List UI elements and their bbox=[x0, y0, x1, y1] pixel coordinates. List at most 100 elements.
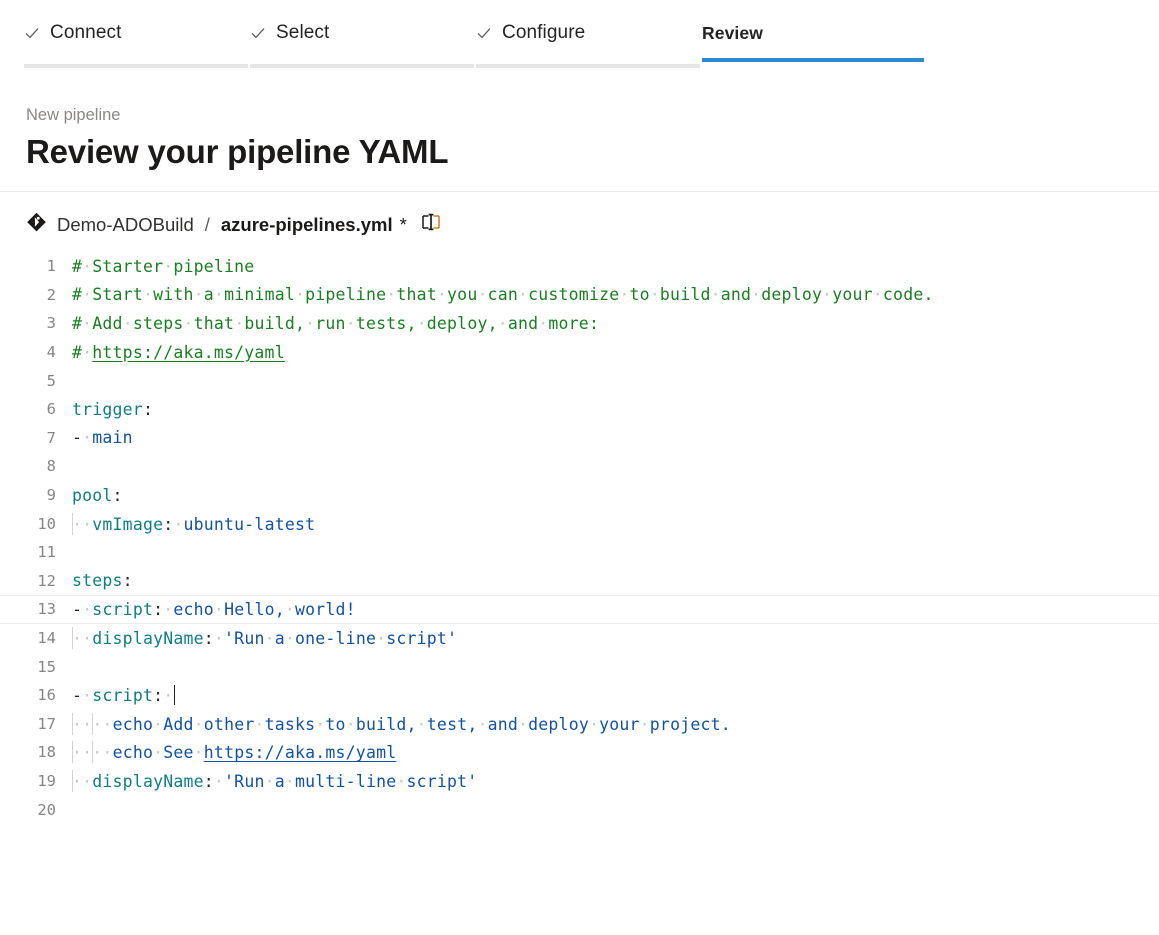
yaml-colon: : bbox=[163, 514, 174, 534]
comment-hash: # bbox=[72, 342, 83, 362]
code-line[interactable]: 2 #·Start·with·a·minimal·pipeline·that·y… bbox=[0, 281, 1159, 310]
line-number: 19 bbox=[37, 771, 56, 790]
line-number: 13 bbox=[37, 600, 56, 619]
yaml-list-dash: - bbox=[72, 428, 83, 448]
yaml-key: steps bbox=[72, 571, 123, 591]
code-line[interactable]: 17 ····echo·Add·other·tasks·to·build,·te… bbox=[0, 710, 1159, 739]
page-header: New pipeline Review your pipeline YAML bbox=[0, 76, 1159, 192]
file-breadcrumb-bar: Demo-ADOBuild / azure-pipelines.yml * bbox=[0, 192, 1159, 236]
code-line-text[interactable]: -·main bbox=[72, 428, 133, 448]
yaml-editor[interactable]: 1 #·Starter·pipeline 2 #·Start·with·a·mi… bbox=[0, 252, 1159, 824]
wizard-step-select[interactable]: Select bbox=[250, 20, 476, 68]
wizard-step-configure[interactable]: Configure bbox=[476, 20, 702, 68]
code-line-text[interactable]: ····echo·Add·other·tasks·to·build,·test,… bbox=[72, 712, 731, 735]
yaml-value: echo·Add·other·tasks·to·build,·test,·and… bbox=[112, 714, 731, 734]
yaml-value: echo·See· bbox=[112, 743, 204, 763]
yaml-key: script bbox=[92, 599, 154, 619]
wizard-step-label: Connect bbox=[50, 22, 122, 43]
line-number: 6 bbox=[46, 400, 56, 419]
code-line-text[interactable]: ··vmImage:·ubuntu-latest bbox=[72, 512, 316, 535]
code-line-text[interactable]: -·script:·echo·Hello,·world! bbox=[72, 599, 356, 619]
code-line-text[interactable]: #·Starter·pipeline bbox=[72, 257, 1159, 276]
yaml-colon: : bbox=[203, 629, 214, 649]
wizard-step-active-rule bbox=[702, 58, 924, 62]
code-line[interactable]: 9 pool: bbox=[0, 481, 1159, 510]
code-line[interactable]: 4 #·https://aka.ms/yaml bbox=[0, 338, 1159, 367]
code-line[interactable]: 19 ··displayName:·'Run·a·multi-line·scri… bbox=[0, 767, 1159, 796]
code-line-text[interactable]: steps: bbox=[72, 571, 1159, 590]
code-line-text[interactable]: #·https://aka.ms/yaml bbox=[72, 343, 1159, 362]
yaml-string: 'Run·a·multi-line·script' bbox=[224, 771, 478, 791]
yaml-colon: : bbox=[203, 771, 214, 791]
breadcrumb: New pipeline bbox=[26, 106, 121, 124]
line-number: 8 bbox=[46, 457, 56, 476]
yaml-value: ubuntu-latest bbox=[183, 514, 316, 534]
indent-guide bbox=[92, 712, 94, 735]
yaml-string: 'Run·a·one-line·script' bbox=[224, 629, 458, 649]
breadcrumb-separator: / bbox=[204, 213, 210, 235]
code-line-text[interactable]: #·Start·with·a·minimal·pipeline·that·you… bbox=[72, 285, 1159, 304]
line-number: 10 bbox=[37, 514, 56, 533]
unsaved-changes-marker: * bbox=[399, 213, 407, 235]
yaml-comment: #·Starter·pipeline bbox=[72, 256, 255, 276]
file-name[interactable]: azure-pipelines.yml bbox=[220, 213, 393, 235]
wizard-step-rule bbox=[24, 64, 248, 68]
repo-name[interactable]: Demo-ADOBuild bbox=[57, 213, 194, 235]
code-line[interactable]: 20 bbox=[0, 795, 1159, 824]
code-line[interactable]: 7 -·main bbox=[0, 424, 1159, 453]
yaml-comment: #· bbox=[72, 342, 93, 362]
indent-guide bbox=[72, 769, 73, 792]
indent-guide bbox=[72, 627, 73, 650]
code-line[interactable]: 3 #·Add·steps·that·build,·run·tests,·dep… bbox=[0, 309, 1159, 338]
code-line[interactable]: 11 bbox=[0, 538, 1159, 567]
code-line-text[interactable]: ··displayName:·'Run·a·one-line·script' bbox=[72, 627, 458, 650]
code-line[interactable]: 5 bbox=[0, 366, 1159, 395]
indent-guide bbox=[92, 741, 94, 764]
yaml-doc-link[interactable]: https://aka.ms/yaml bbox=[203, 743, 397, 763]
code-line[interactable]: 18 ····echo·See·https://aka.ms/yaml bbox=[0, 738, 1159, 767]
line-number: 18 bbox=[37, 743, 56, 762]
code-line[interactable]: 12 steps: bbox=[0, 567, 1159, 596]
yaml-key: pool bbox=[72, 485, 113, 505]
code-line-with-caret[interactable]: 16 -·script:· bbox=[0, 681, 1159, 710]
code-line[interactable]: 8 bbox=[0, 452, 1159, 481]
wizard-step-label: Configure bbox=[502, 22, 586, 43]
split-editor-icon[interactable] bbox=[421, 213, 441, 236]
yaml-key: displayName bbox=[92, 771, 204, 791]
yaml-list-dash: - bbox=[72, 599, 83, 619]
yaml-key: displayName bbox=[92, 629, 204, 649]
code-line[interactable]: 14 ··displayName:·'Run·a·one-line·script… bbox=[0, 624, 1159, 653]
wizard-step-label: Review bbox=[702, 22, 763, 43]
line-number: 1 bbox=[46, 257, 56, 276]
line-number: 11 bbox=[37, 543, 56, 562]
yaml-value: echo·Hello,·world! bbox=[173, 599, 356, 619]
line-number: 14 bbox=[37, 629, 56, 648]
indent-guide bbox=[72, 741, 73, 764]
code-line[interactable]: 6 trigger: bbox=[0, 395, 1159, 424]
code-line[interactable]: 15 bbox=[0, 652, 1159, 681]
line-number: 20 bbox=[37, 800, 56, 819]
code-line-text[interactable]: trigger: bbox=[72, 400, 1159, 419]
code-line-text[interactable]: ··displayName:·'Run·a·multi-line·script' bbox=[72, 769, 478, 792]
yaml-key: vmImage bbox=[92, 514, 164, 534]
check-icon bbox=[476, 25, 492, 41]
yaml-colon: : bbox=[142, 399, 154, 419]
line-number: 2 bbox=[46, 285, 56, 304]
line-number: 16 bbox=[37, 686, 56, 705]
code-line-text[interactable]: #·Add·steps·that·build,·run·tests,·deplo… bbox=[72, 314, 1159, 333]
yaml-key: script bbox=[92, 686, 154, 706]
yaml-doc-link[interactable]: https://aka.ms/yaml bbox=[92, 342, 285, 362]
code-line[interactable]: 10 ··vmImage:·ubuntu-latest bbox=[0, 509, 1159, 538]
check-icon bbox=[24, 25, 40, 41]
indent-guide bbox=[72, 712, 73, 735]
code-line[interactable]: 1 #·Starter·pipeline bbox=[0, 252, 1159, 281]
indent-guide bbox=[72, 512, 73, 535]
code-line-text[interactable]: ····echo·See·https://aka.ms/yaml bbox=[72, 741, 397, 764]
line-number: 5 bbox=[46, 371, 56, 390]
code-line-highlighted[interactable]: 13 -·script:·echo·Hello,·world! bbox=[0, 595, 1159, 624]
wizard-step-connect[interactable]: Connect bbox=[24, 20, 250, 68]
code-line-text[interactable]: pool: bbox=[72, 486, 1159, 505]
wizard-step-review[interactable]: Review bbox=[702, 20, 928, 62]
pipeline-wizard-tabs: Connect Select Configure bbox=[0, 0, 1159, 76]
code-line-text[interactable]: -·script:· bbox=[72, 685, 176, 706]
